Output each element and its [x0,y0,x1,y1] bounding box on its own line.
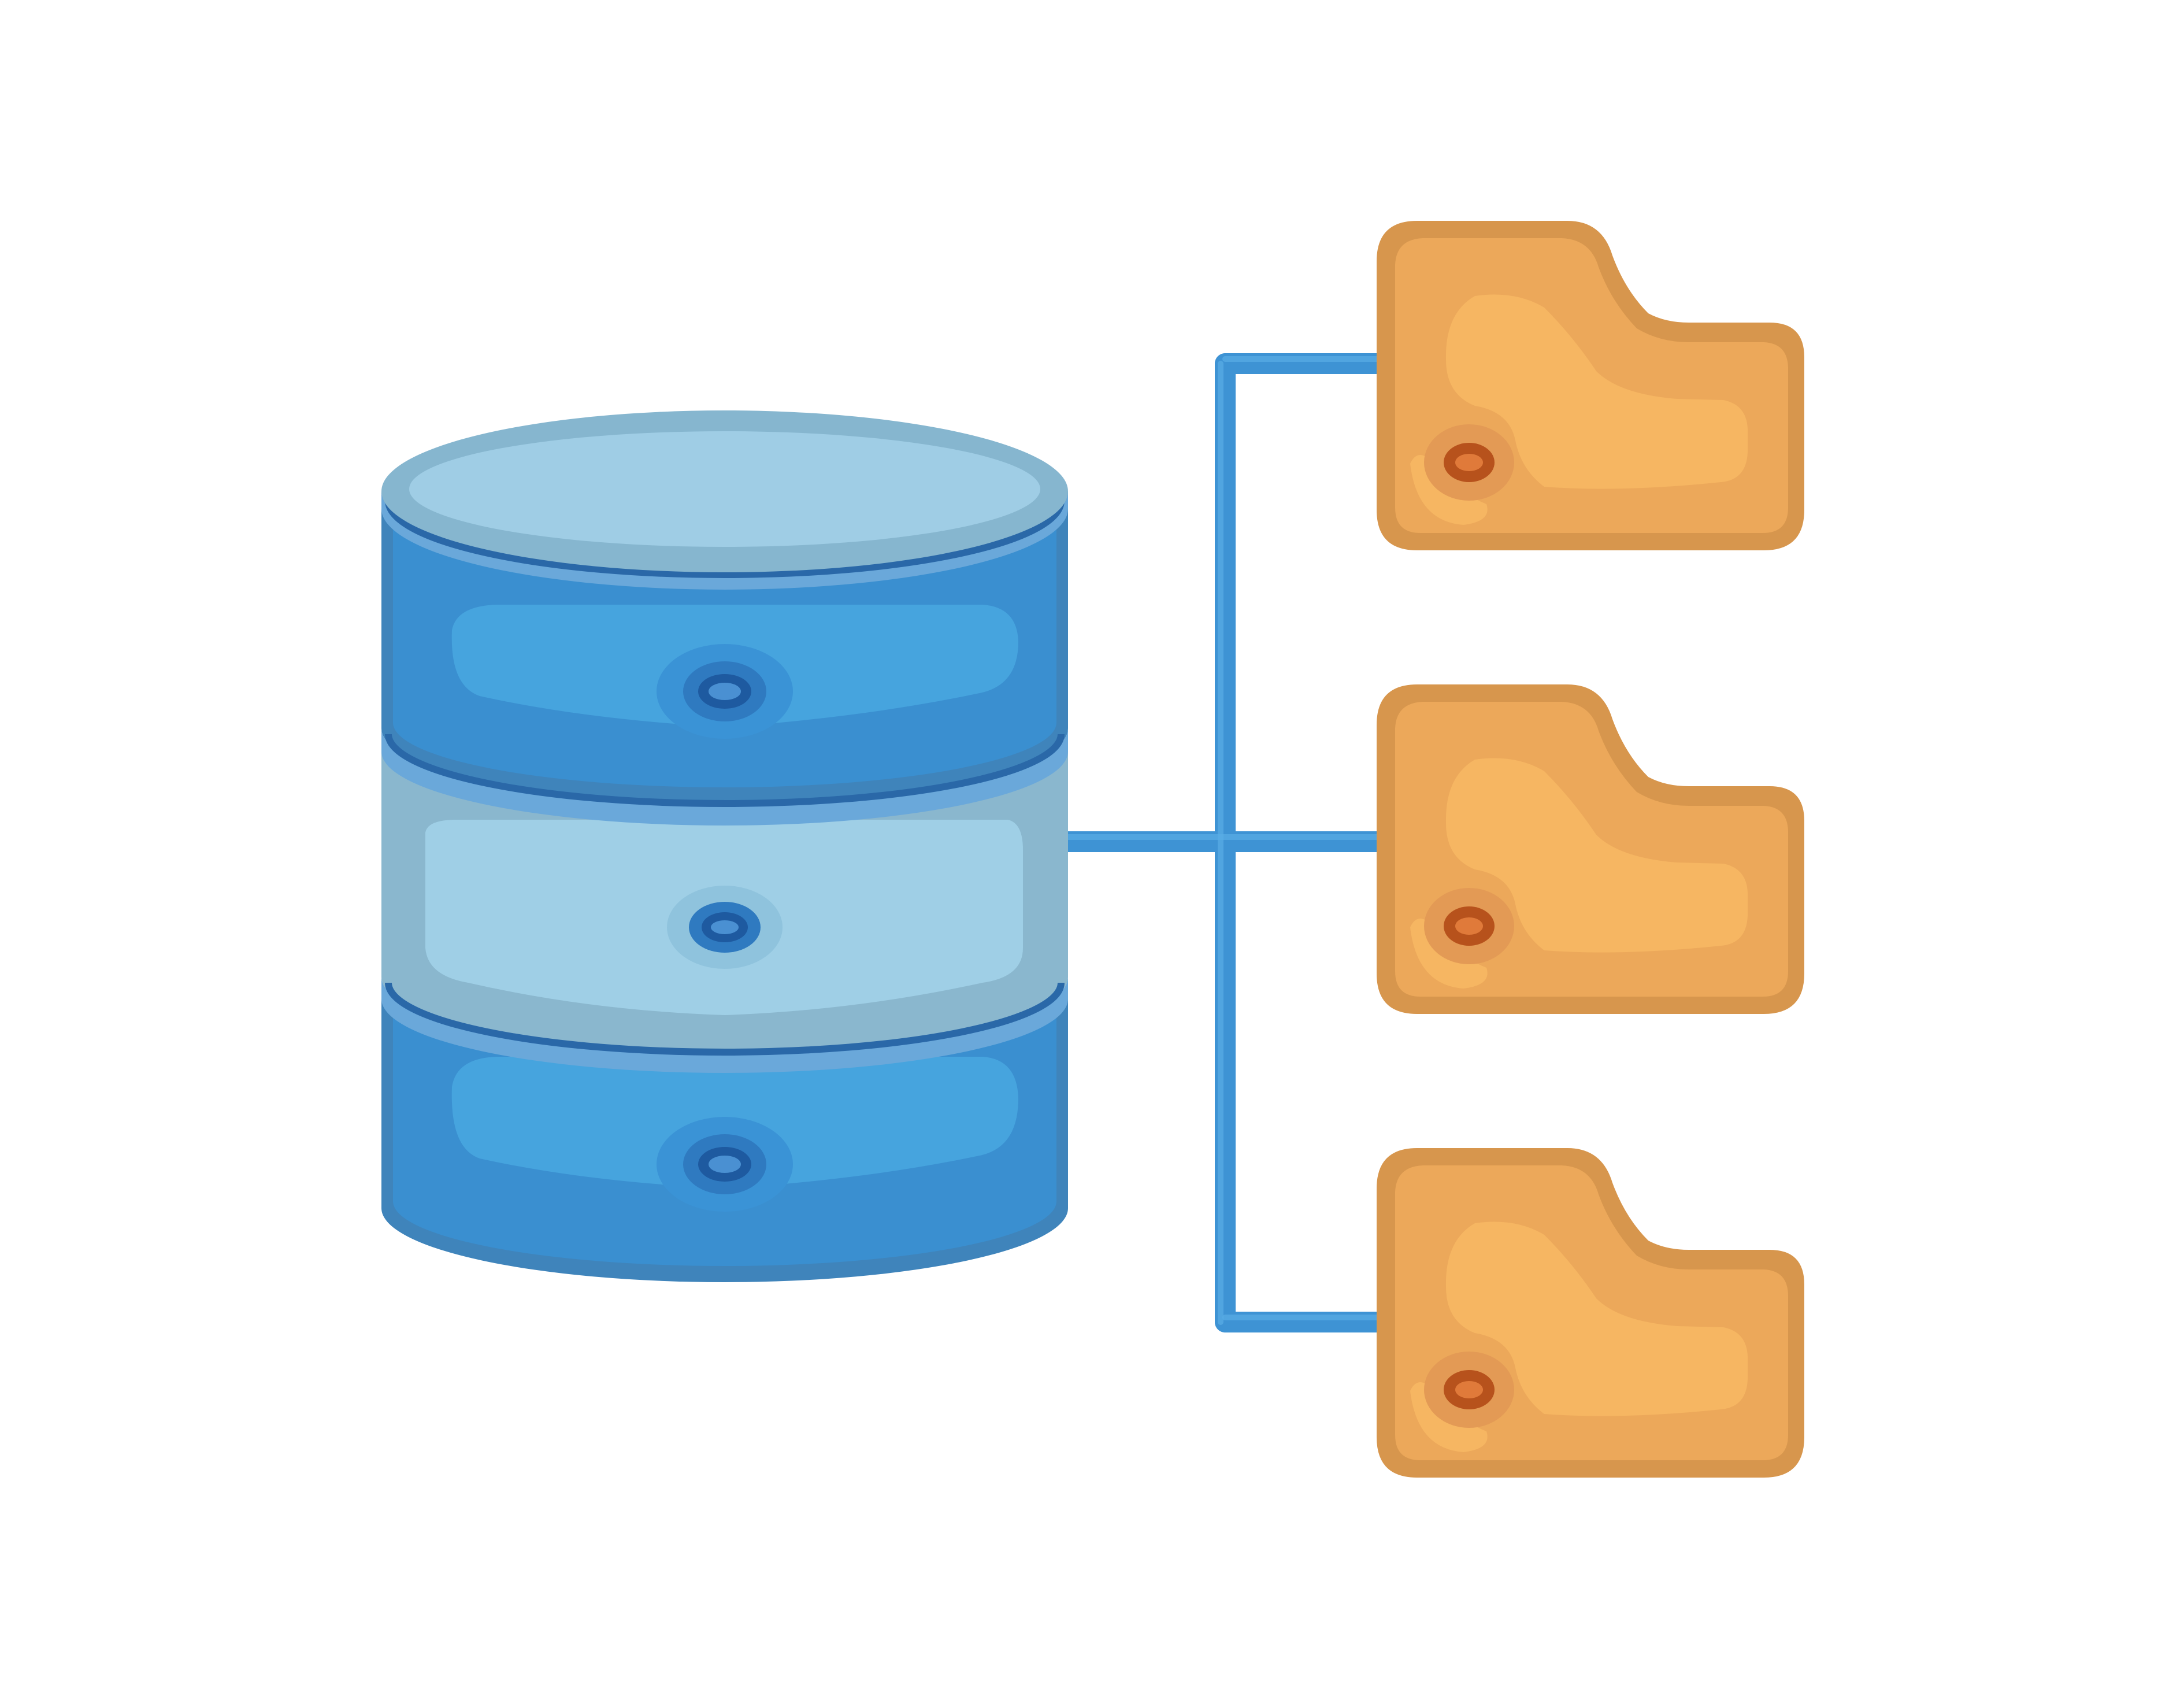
folder-highlight [1445,294,1748,489]
tree-connector [1058,353,1387,1332]
folder-icon [1377,221,1804,550]
folder-highlight [1445,758,1748,953]
db-disk-bottom [381,999,1068,1282]
db-button-middle [667,886,783,969]
folder-icon [1377,1148,1804,1478]
folders-group [1377,221,1804,1478]
folder-dot-center [1455,917,1483,935]
folder-icon [1377,684,1804,1014]
folder-dot-center [1455,454,1483,471]
folder-dot [1424,424,1514,501]
folder-dot [1424,1352,1514,1428]
db-disk-middle [381,746,1068,1073]
folder-highlight [1445,1221,1748,1416]
db-button-top [657,644,793,739]
folder-dot-center [1455,1381,1483,1398]
db-button-bottom [657,1117,793,1212]
database-icon [381,410,1068,1282]
db-top-cap [381,410,1068,590]
folder-dot [1424,888,1514,964]
